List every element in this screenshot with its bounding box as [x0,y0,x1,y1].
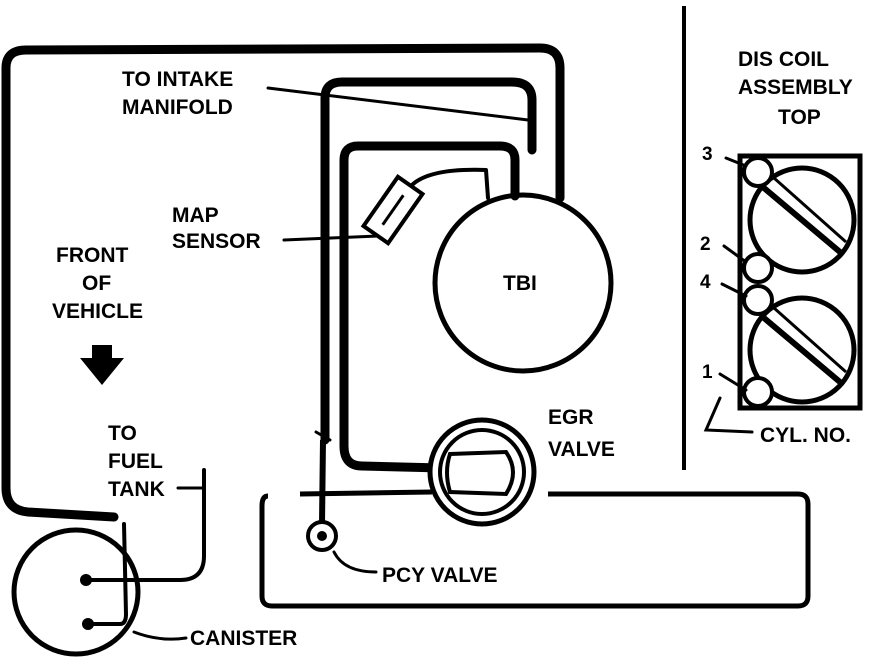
terminal-4-leader [720,282,748,298]
canister-port-2 [82,618,94,630]
map-sensor [360,174,426,246]
cyl-no-label: CYL. NO. [760,424,851,447]
intake-manifold-hose [320,77,537,445]
tbi-body [432,192,614,374]
canister-leader [132,630,188,641]
terminal-2 [742,252,774,284]
terminal-1-number: 1 [702,362,713,383]
terminal-2-leader [722,244,748,264]
intake-leader [266,86,530,122]
front-label-line3: VEHICLE [52,300,143,323]
egr-vacuum-hose [339,141,520,473]
pcv-label: PCY VALVE [382,564,498,587]
canister-port-1 [80,574,92,586]
canister-body [11,527,141,657]
terminal-1-leader [718,372,748,392]
pcv-leader [332,550,378,574]
terminal-3-number: 3 [702,144,713,165]
map-leader [282,234,380,242]
coil-lower [747,295,857,405]
fuel-label-line1: TO [108,422,137,445]
outer-vacuum-hose [1,43,565,522]
egr-label-line1: EGR [548,406,594,429]
terminal-4-number: 4 [700,272,711,293]
map-label-line1: MAP [172,204,219,227]
front-arrow-icon [80,345,124,385]
front-label-line2: OF [82,272,111,295]
coil-upper [747,165,857,275]
egr-label-line2: VALVE [548,438,615,461]
terminal-1 [742,376,774,408]
map-label-line2: SENSOR [172,230,261,253]
pcv-hose [319,439,326,525]
dis-label-line2: ASSEMBLY [738,76,853,99]
terminal-3-leader [724,156,748,168]
valve-cover [259,489,811,609]
pcv-valve-core [317,531,327,541]
terminal-4 [742,284,774,316]
fuel-label-line3: TANK [108,478,165,501]
terminal-3 [742,156,774,188]
tbi-label: TBI [503,272,537,295]
map-sensor-hose [410,167,490,200]
fuel-tank-hose [84,468,206,582]
canister-label: CANISTER [190,627,297,650]
cyl-no-leader [703,396,754,434]
intake-label-line1: TO INTAKE [122,68,233,91]
pcv-tick [314,430,332,442]
front-label-line1: FRONT [56,244,128,267]
fuel-label-line2: FUEL [108,450,163,473]
dis-label-line1: DIS COIL [738,48,829,71]
canister-inner-hose [86,522,128,626]
egr-valve-inner [438,428,526,516]
dis-label-line3: TOP [778,106,821,129]
intake-label-line2: MANIFOLD [122,96,233,119]
terminal-2-number: 2 [700,234,711,255]
egr-diaphragm [445,449,515,497]
